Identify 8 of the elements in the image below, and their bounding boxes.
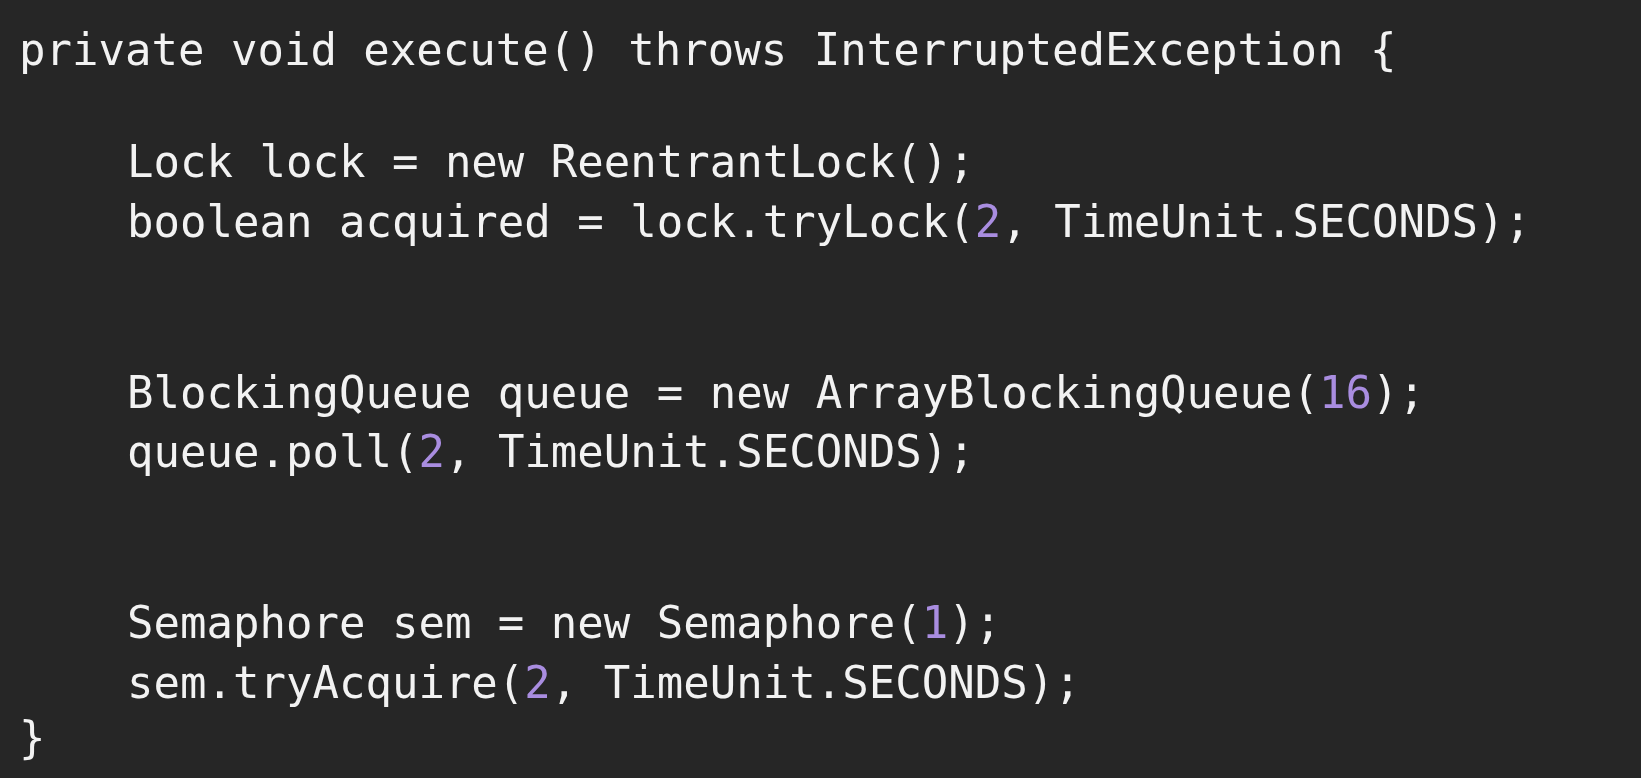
code-line: BlockingQueue queue = new ArrayBlockingQueue(16); xyxy=(127,367,1426,419)
code-line: boolean acquired = lock.tryLock(2, TimeUnit.SECONDS); xyxy=(127,196,1531,248)
code-line: Semaphore sem = new Semaphore(1); xyxy=(127,597,1002,649)
code-line: queue.poll(2, TimeUnit.SECONDS); xyxy=(127,426,975,478)
code-line: } xyxy=(19,712,46,764)
code-line: sem.tryAcquire(2, TimeUnit.SECONDS); xyxy=(127,657,1081,709)
code-line: private void execute() throws InterruptedException { xyxy=(19,24,1397,76)
code-line: Lock lock = new ReentrantLock(); xyxy=(127,136,975,188)
